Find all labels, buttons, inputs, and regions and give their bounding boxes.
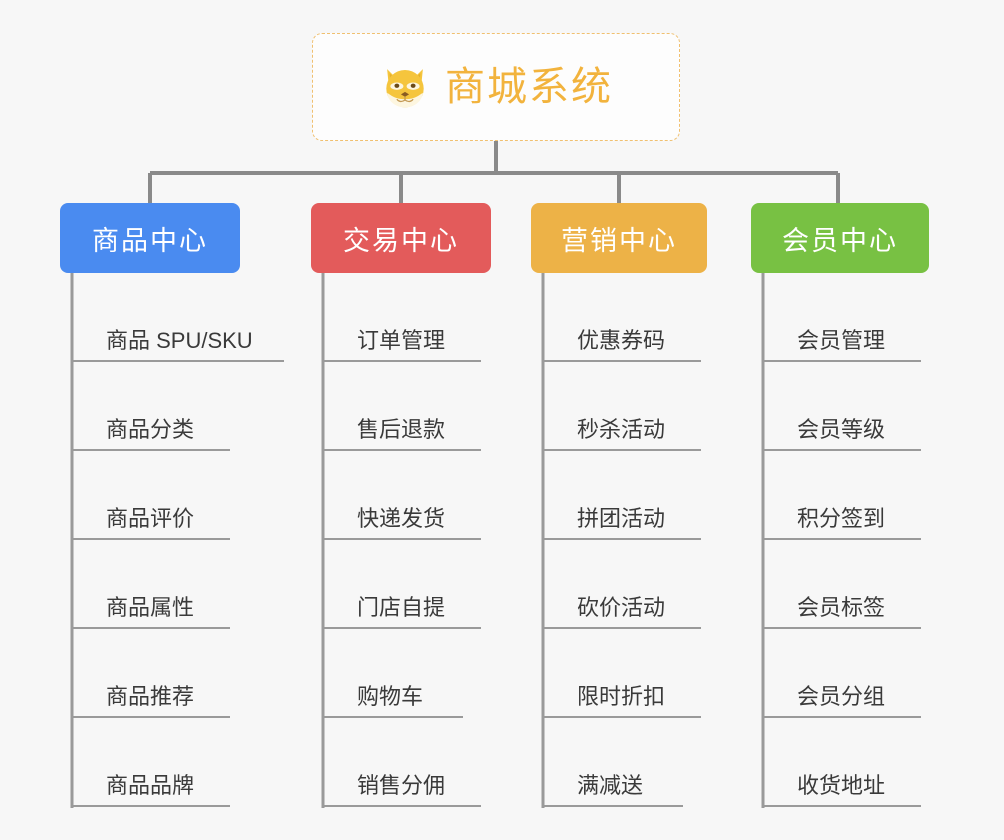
leaf-item[interactable]: 会员管理 [763,273,983,362]
leaf-item[interactable]: 订单管理 [323,273,543,362]
leaf-item[interactable]: 销售分佣 [323,718,543,807]
branch-header-product-center[interactable]: 商品中心 [60,203,240,273]
leaf-item[interactable]: 满减送 [543,718,763,807]
leaf-list-marketing-center: 优惠券码 秒杀活动 拼团活动 砍价活动 限时折扣 满减送 [543,273,763,807]
root-title: 商城系统 [445,65,613,109]
branch-header-label: 商品中心 [92,225,208,256]
leaf-item[interactable]: 商品品牌 [72,718,292,807]
leaf-item[interactable]: 商品评价 [72,451,292,540]
branch-header-label: 会员中心 [782,225,898,256]
leaf-item[interactable]: 快递发货 [323,451,543,540]
leaf-item[interactable]: 拼团活动 [543,451,763,540]
leaf-item[interactable]: 优惠券码 [543,273,763,362]
leaf-item[interactable]: 商品分类 [72,362,292,451]
branch-header-trade-center[interactable]: 交易中心 [311,203,491,273]
leaf-list-member-center: 会员管理 会员等级 积分签到 会员标签 会员分组 收货地址 [763,273,983,807]
leaf-item[interactable]: 收货地址 [763,718,983,807]
leaf-list-trade-center: 订单管理 售后退款 快递发货 门店自提 购物车 销售分佣 [323,273,543,807]
leaf-item[interactable]: 秒杀活动 [543,362,763,451]
branch-header-label: 营销中心 [561,225,677,256]
leaf-item[interactable]: 商品 SPU/SKU [72,273,292,362]
leaf-item[interactable]: 限时折扣 [543,629,763,718]
leaf-item[interactable]: 门店自提 [323,540,543,629]
leaf-item[interactable]: 会员标签 [763,540,983,629]
leaf-item[interactable]: 会员等级 [763,362,983,451]
leaf-item[interactable]: 会员分组 [763,629,983,718]
leaf-item[interactable]: 砍价活动 [543,540,763,629]
leaf-item[interactable]: 商品推荐 [72,629,292,718]
branch-header-marketing-center[interactable]: 营销中心 [531,203,707,273]
branch-header-member-center[interactable]: 会员中心 [751,203,929,273]
shiba-dog-face-icon [386,69,424,108]
root-node[interactable]: 商城系统 [312,33,680,141]
leaf-list-product-center: 商品 SPU/SKU 商品分类 商品评价 商品属性 商品推荐 商品品牌 [72,273,292,807]
leaf-item[interactable]: 购物车 [323,629,543,718]
leaf-item[interactable]: 商品属性 [72,540,292,629]
leaf-item[interactable]: 积分签到 [763,451,983,540]
leaf-item[interactable]: 售后退款 [323,362,543,451]
branch-header-label: 交易中心 [343,225,459,256]
